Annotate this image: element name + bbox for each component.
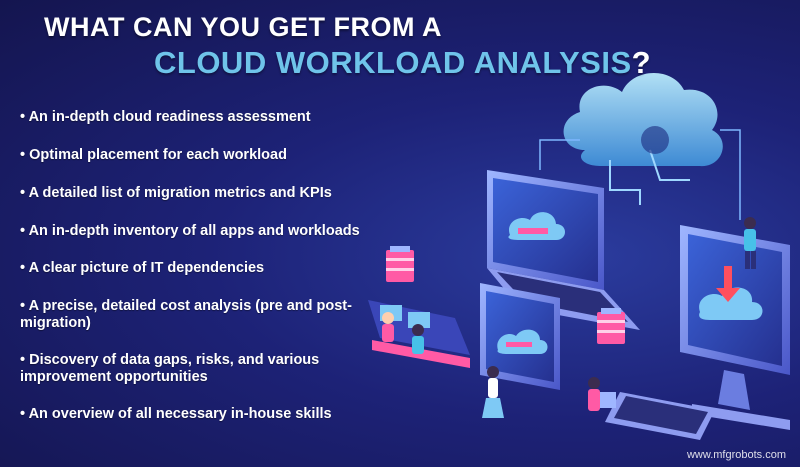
server-icon (597, 308, 625, 344)
laptop-icon (487, 170, 640, 330)
benefit-item: • A detailed list of migration metrics a… (20, 185, 332, 201)
watermark: www.mfgrobots.com (686, 449, 786, 461)
title-line-2: CLOUD WORKLOAD ANALYSIS? (154, 45, 651, 81)
benefit-item: • Discovery of data gaps, risks, and var… (20, 352, 320, 385)
server-icon (386, 246, 414, 282)
monitor-icon (680, 225, 790, 430)
benefit-item: • A precise, detailed cost analysis (pre… (20, 298, 352, 331)
person-icon (382, 312, 394, 342)
benefit-item: • An in-depth cloud readiness assessment (20, 109, 311, 125)
benefits-list: • An in-depth cloud readiness assessment… (20, 109, 360, 444)
title-line-1: WHAT CAN YOU GET FROM A (44, 12, 442, 42)
benefit-item: • A clear picture of IT dependencies (20, 260, 265, 276)
benefit-item: • An overview of all necessary in-house … (20, 406, 332, 422)
person-icon (412, 324, 424, 354)
tablet-icon (480, 283, 560, 390)
person-icon (744, 217, 756, 269)
keyboard-icon (605, 392, 715, 440)
title-question-mark: ? (631, 45, 652, 80)
title-accent: CLOUD WORKLOAD ANALYSIS (154, 45, 632, 80)
benefit-item: • Optimal placement for each workload (20, 147, 287, 163)
person-icon (482, 366, 504, 418)
person-icon (588, 377, 616, 411)
cloud-icon (563, 72, 723, 205)
benefit-item: • An in-depth inventory of all apps and … (20, 223, 360, 239)
